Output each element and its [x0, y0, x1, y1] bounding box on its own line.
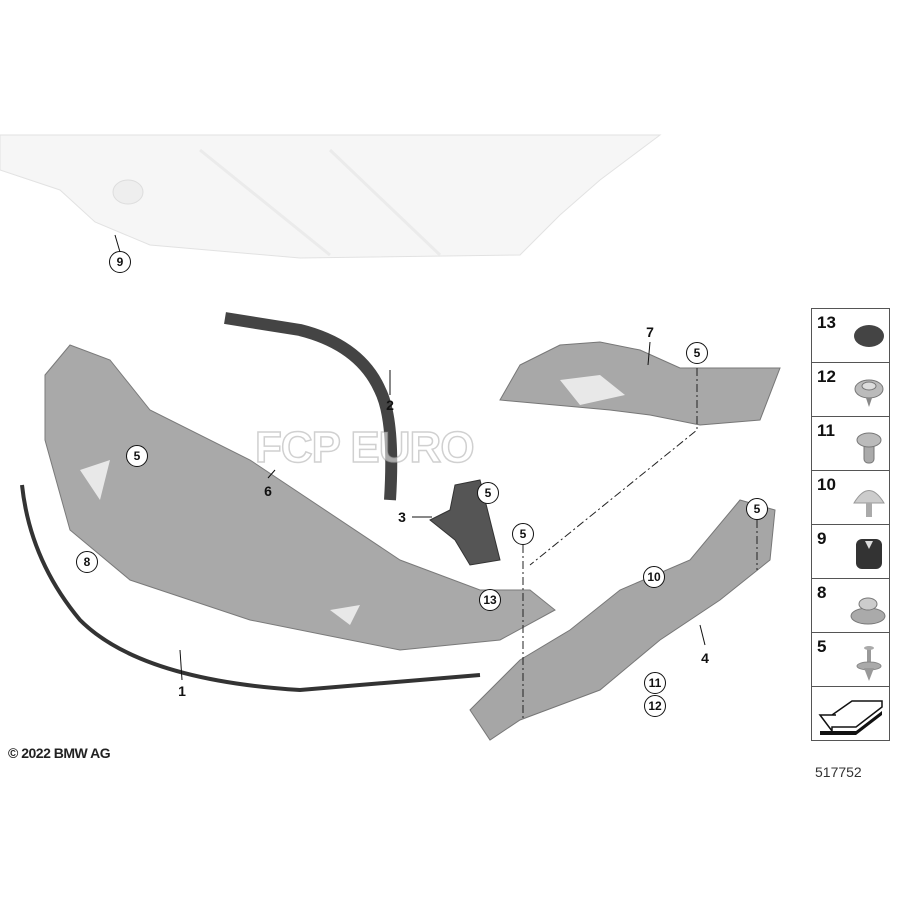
callout-5: 5: [512, 523, 534, 545]
legend-item-10: 10: [811, 470, 890, 524]
push-rivet-icon: [856, 646, 882, 681]
dash-dot-lines: [522, 368, 758, 720]
diagram-code: 517752: [815, 764, 862, 780]
hood-hole: [112, 179, 144, 205]
callout-5: 5: [477, 482, 499, 504]
legend-item-11: 11: [811, 416, 890, 470]
legend-item-13: 13: [811, 308, 890, 362]
callout-2: 2: [386, 397, 394, 413]
leader-line: [179, 649, 183, 681]
callout-13: 13: [479, 589, 501, 611]
callout-5: 5: [746, 498, 768, 520]
callout-8: 8: [76, 551, 98, 573]
parts-legend: 13 12 11 10 9 8 5: [811, 308, 890, 741]
legend-item-12: 12: [811, 362, 890, 416]
copyright: © 2022 BMW AG: [8, 745, 111, 761]
leader-line: [114, 234, 121, 253]
callout-11: 11: [644, 672, 666, 694]
cover-7: [499, 341, 781, 426]
legend-item-5: 5: [811, 632, 890, 686]
rubber-buffer-icon: [856, 539, 882, 569]
legend-item-9: 9: [811, 524, 890, 578]
leader-line: [699, 624, 706, 646]
legend-item-8: 8: [811, 578, 890, 632]
callout-3: 3: [398, 509, 406, 525]
legend-item-arrow: [811, 686, 890, 741]
watermark: FCP EURO: [254, 423, 475, 472]
callout-1: 1: [178, 683, 186, 699]
screw-washer-icon: [854, 379, 884, 407]
callout-12: 12: [644, 695, 666, 717]
seal-1: [20, 484, 481, 693]
hood-crease: [199, 148, 442, 257]
callout-10: 10: [643, 566, 665, 588]
hood: [0, 134, 662, 259]
callout-7: 7: [646, 324, 654, 340]
cap-plug-icon: [854, 325, 884, 347]
callout-5: 5: [126, 445, 148, 467]
dome-clip-icon: [853, 490, 885, 517]
callout-9: 9: [109, 251, 131, 273]
support-4: [469, 499, 776, 741]
callout-4: 4: [701, 650, 709, 666]
cover-7-opening: [560, 375, 625, 405]
rivet-screw-icon: [856, 432, 882, 464]
direction-arrow-icon: [818, 700, 883, 735]
air-guide-6: [44, 344, 556, 651]
leader-line: [647, 341, 651, 366]
seal-2: [224, 312, 398, 501]
mount-clip-icon: [850, 597, 886, 625]
leader-line: [267, 469, 276, 479]
callout-6: 6: [264, 483, 272, 499]
callout-5: 5: [686, 342, 708, 364]
